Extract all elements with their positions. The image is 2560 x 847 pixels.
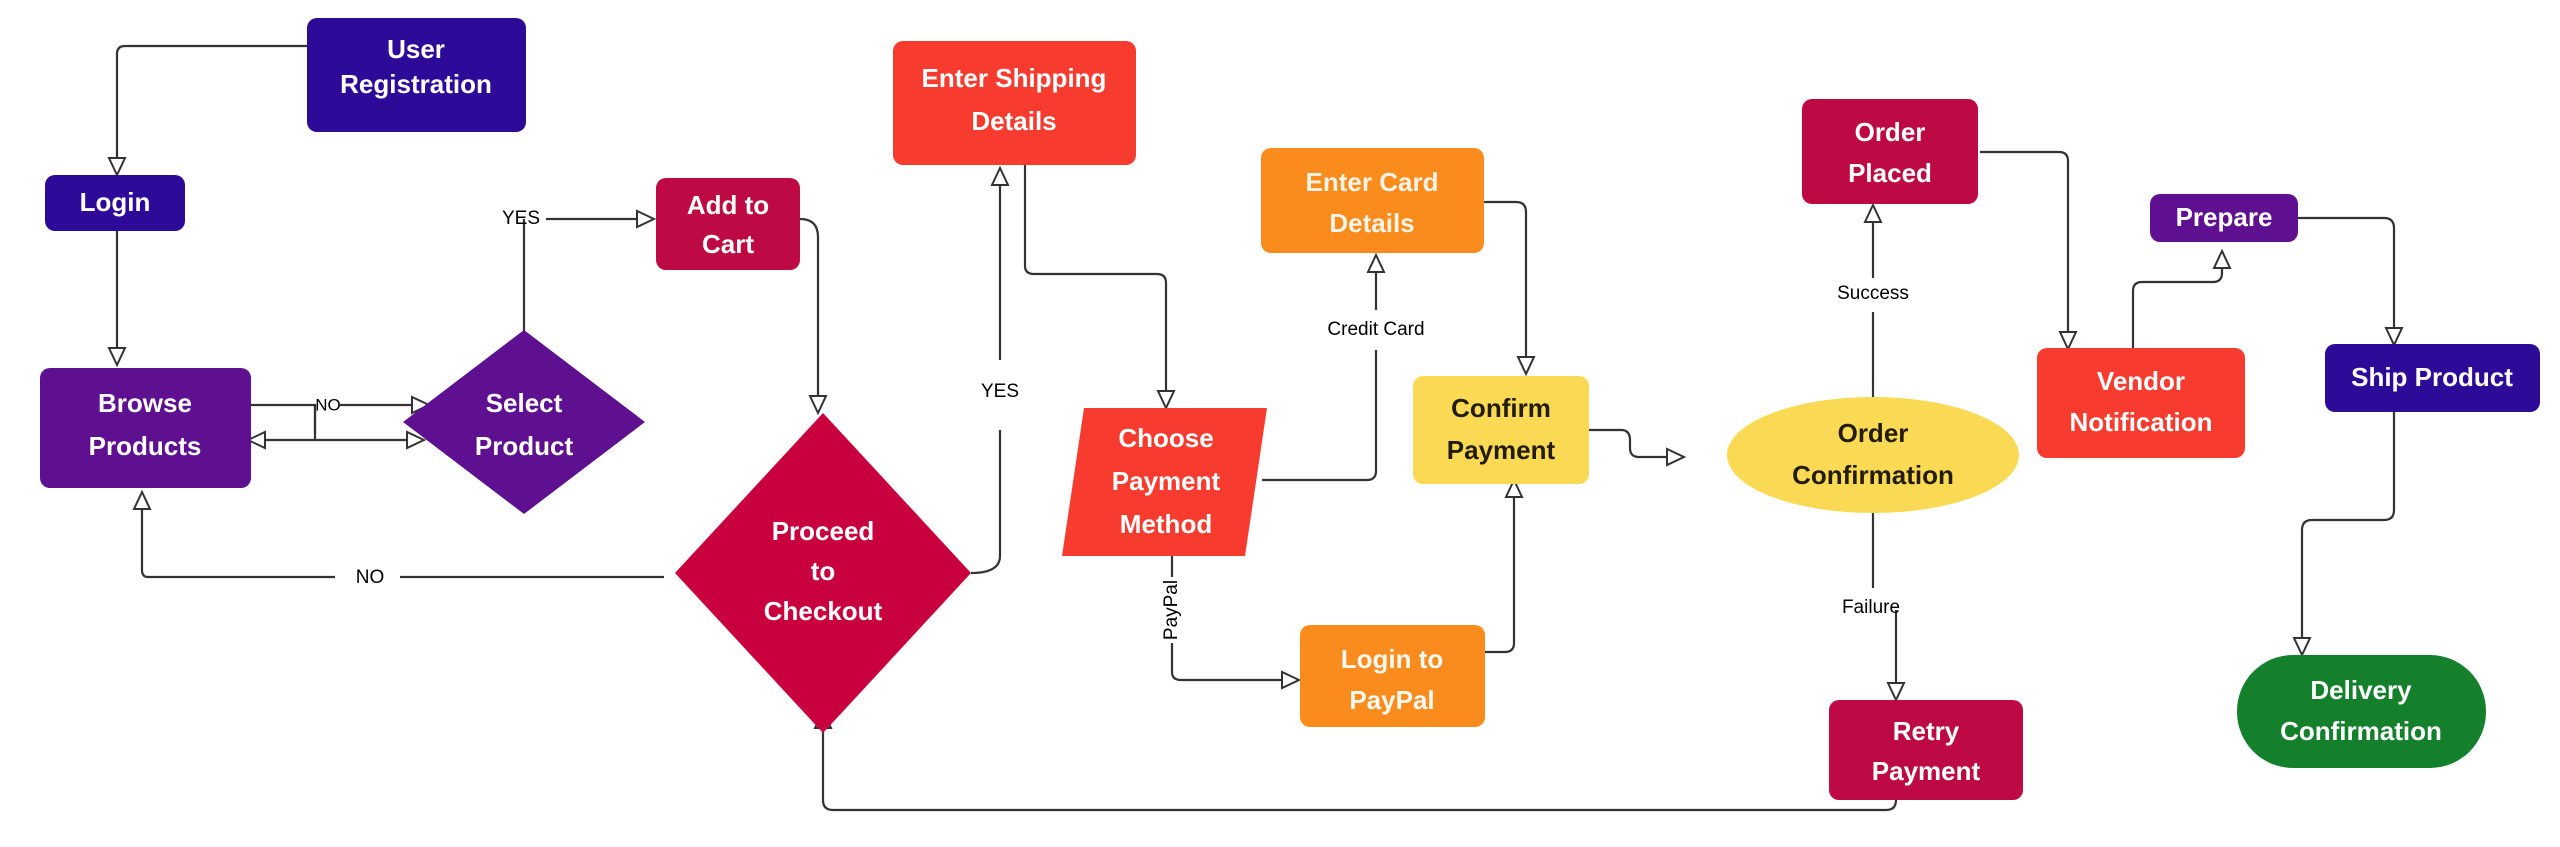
edge-path — [1023, 165, 1168, 391]
edge-label-no-browse-select: NO — [315, 395, 341, 414]
node-vendor-notification[interactable]: Vendor Notification — [2037, 348, 2245, 458]
edge-path — [1589, 428, 1667, 459]
edge-path — [2131, 268, 2224, 349]
edge-label-no-checkout-browse: NO — [356, 567, 385, 588]
arrow-head-icon — [1516, 356, 1536, 377]
node-shape[interactable] — [307, 18, 526, 132]
node-login-to-paypal[interactable]: Login to PayPal — [1300, 625, 1485, 727]
arrow-head-icon — [2058, 331, 2078, 352]
node-enter-shipping-details[interactable]: Enter Shipping Details — [893, 41, 1136, 165]
arrow-head-icon — [1886, 682, 1906, 703]
node-shape[interactable] — [2237, 655, 2486, 768]
edge-confirm-payment-to-order-confirmation — [1589, 428, 1687, 467]
node-login[interactable]: Login — [45, 175, 185, 231]
edge-label-failure: Failure — [1842, 597, 1900, 618]
edge-browse-products-to-select-product: NO — [248, 395, 432, 434]
edge-path — [1468, 200, 1528, 357]
node-shape[interactable] — [45, 175, 185, 231]
arrow-head-icon — [2292, 637, 2312, 658]
edge-path — [1980, 150, 2070, 332]
node-user-registration[interactable]: User Registration — [307, 18, 526, 132]
arrow-head-icon — [1156, 390, 1176, 411]
edge-vendor-notification-to-prepare — [2131, 248, 2232, 349]
node-shape[interactable] — [40, 368, 251, 488]
node-shape[interactable] — [675, 413, 971, 733]
node-confirm-payment[interactable]: Confirm Payment — [1413, 376, 1589, 484]
edge-choose-payment-method-to-login-to-paypal: PayPal — [1161, 540, 1302, 690]
edge-path — [2300, 412, 2396, 638]
edge-proceed-to-checkout-to-browse-products: NO — [132, 489, 664, 588]
arrow-head-icon — [2384, 327, 2404, 348]
edge-label-yes-add-cart: YES — [502, 208, 540, 229]
arrow-head-icon — [808, 395, 828, 416]
arrow-head-icon — [1366, 252, 1386, 273]
edge-order-confirmation-to-order-placed: Success — [1837, 202, 1909, 400]
edge-path — [970, 430, 1002, 575]
node-retry-payment[interactable]: Retry Payment — [1829, 700, 2023, 800]
node-shape[interactable] — [1802, 99, 1978, 204]
node-prepare[interactable]: Prepare — [2150, 194, 2298, 242]
node-delivery-confirmation[interactable]: Delivery Confirmation — [2237, 655, 2486, 768]
edge-add-to-cart-to-proceed-to-checkout — [799, 217, 828, 416]
edge-enter-card-details-to-confirm-payment — [1468, 200, 1536, 377]
arrow-head-icon — [1281, 670, 1302, 690]
node-shape[interactable] — [403, 330, 645, 514]
edge-path — [115, 44, 307, 158]
node-proceed-to-checkout[interactable]: Proceed to Checkout — [675, 413, 971, 733]
arrow-head-icon — [636, 209, 657, 229]
node-add-to-cart[interactable]: Add to Cart — [656, 178, 800, 270]
node-shape[interactable] — [1062, 408, 1267, 556]
edge-label-yes-shipping: YES — [981, 381, 1019, 402]
edge-path — [1262, 350, 1378, 482]
node-order-placed[interactable]: Order Placed — [1802, 99, 1978, 204]
node-shape[interactable] — [656, 178, 800, 270]
edge-path — [2297, 216, 2396, 328]
node-shape[interactable] — [1413, 376, 1589, 484]
edge-path — [1170, 643, 1282, 682]
arrow-head-icon — [1666, 447, 1687, 467]
edge-label-paypal: PayPal — [1161, 580, 1182, 640]
node-shape[interactable] — [1727, 397, 2019, 513]
edge-label-credit-card: Credit Card — [1327, 319, 1424, 340]
node-shape[interactable] — [1300, 625, 1485, 727]
edge-select-product-to-browse-products — [245, 405, 427, 450]
node-shape[interactable] — [2037, 348, 2245, 458]
edge-enter-shipping-details-to-choose-payment-method — [1023, 165, 1176, 411]
arrow-head-icon — [107, 157, 127, 178]
arrow-head-icon — [132, 489, 152, 510]
edge-path — [140, 508, 335, 579]
edge-order-confirmation-to-retry-payment: Failure — [1842, 511, 1906, 703]
node-shape[interactable] — [2150, 194, 2298, 242]
edge-path — [799, 217, 820, 396]
edge-proceed-to-checkout-to-enter-shipping-details: YES — [970, 165, 1019, 575]
arrow-head-icon — [1863, 202, 1883, 223]
edge-ship-product-to-delivery-confirmation — [2292, 412, 2396, 658]
node-browse-products[interactable]: Browse Products — [40, 368, 251, 488]
edge-login-to-browse-products — [107, 230, 127, 368]
node-order-confirmation[interactable]: Order Confirmation — [1727, 397, 2019, 513]
node-shape[interactable] — [2325, 344, 2540, 412]
arrow-head-icon — [2212, 248, 2232, 269]
node-enter-card-details[interactable]: Enter Card Details — [1261, 148, 1484, 253]
edge-path — [821, 728, 1898, 812]
arrow-head-icon — [245, 430, 266, 450]
node-shape[interactable] — [893, 41, 1136, 165]
edge-prepare-to-ship-product — [2297, 216, 2404, 348]
edge-label-success: Success — [1837, 283, 1909, 304]
edge-order-placed-to-vendor-notification — [1980, 150, 2078, 352]
node-shape[interactable] — [1829, 700, 2023, 800]
arrow-head-icon — [406, 430, 427, 450]
arrow-head-icon — [1504, 477, 1524, 498]
edge-user-registration-to-login — [107, 44, 307, 178]
arrow-head-icon — [990, 165, 1010, 186]
node-ship-product[interactable]: Ship Product — [2325, 344, 2540, 412]
node-shape[interactable] — [1261, 148, 1484, 253]
arrow-head-icon — [107, 347, 127, 368]
node-choose-payment-method[interactable]: Choose Payment Method — [1062, 408, 1267, 556]
edge-choose-payment-method-to-enter-card-details: Credit Card — [1262, 252, 1425, 482]
edge-path — [248, 403, 317, 434]
node-select-product[interactable]: Select Product — [403, 330, 645, 514]
